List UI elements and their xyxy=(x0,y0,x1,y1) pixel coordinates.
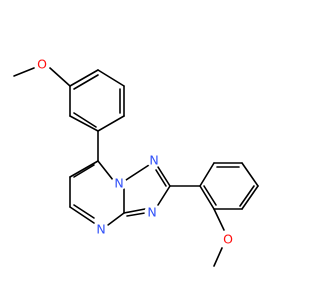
bond-line xyxy=(126,212,146,217)
bond-line xyxy=(97,160,114,181)
bond-line xyxy=(69,160,99,178)
bond-line xyxy=(199,185,215,210)
bond-line xyxy=(73,74,99,90)
atom-label-n-triazole-right: N xyxy=(149,153,158,168)
atom-label-n-triazole-bottom: N xyxy=(147,205,156,220)
bond-line xyxy=(69,69,99,87)
bond-line xyxy=(49,67,71,87)
bond-line xyxy=(73,164,95,178)
bond-line xyxy=(213,208,225,231)
bond-line xyxy=(13,67,35,77)
atom-o-top: O xyxy=(34,56,50,72)
atom-labels: O N N N N O xyxy=(34,56,236,247)
atom-n-triazole-bottom: N xyxy=(144,204,160,220)
bond-line xyxy=(241,185,259,210)
atom-n-ring-top: N xyxy=(111,175,127,191)
bond-line xyxy=(155,169,167,187)
bond-line xyxy=(241,162,259,187)
bond-line xyxy=(239,185,255,207)
atom-n-pyrimidine-bottom: N xyxy=(93,221,109,237)
atom-o-bottom: O xyxy=(220,231,236,247)
bond-line xyxy=(125,164,150,181)
bond-line xyxy=(73,204,95,219)
bond-line xyxy=(73,112,97,128)
atom-label-n-pyrimidine-bottom: N xyxy=(96,222,105,237)
atom-label-n-ring-top: N xyxy=(114,176,123,191)
bond-line xyxy=(199,162,215,187)
bond-line xyxy=(97,115,125,132)
bond-line xyxy=(97,69,125,87)
bond-line xyxy=(157,166,171,187)
bond-line xyxy=(107,212,125,226)
atom-label-o-bottom: O xyxy=(223,232,233,247)
bond-line xyxy=(69,206,95,224)
molecule-structure: O N N N N O xyxy=(13,56,259,267)
atom-n-triazole-right: N xyxy=(146,152,162,168)
bond-line xyxy=(213,247,223,267)
atom-label-o-top: O xyxy=(37,57,47,72)
bond-line xyxy=(203,185,217,206)
bond-line xyxy=(123,208,146,214)
bond-lines xyxy=(13,67,259,267)
bond-line xyxy=(157,185,171,206)
bond-line xyxy=(69,115,99,132)
